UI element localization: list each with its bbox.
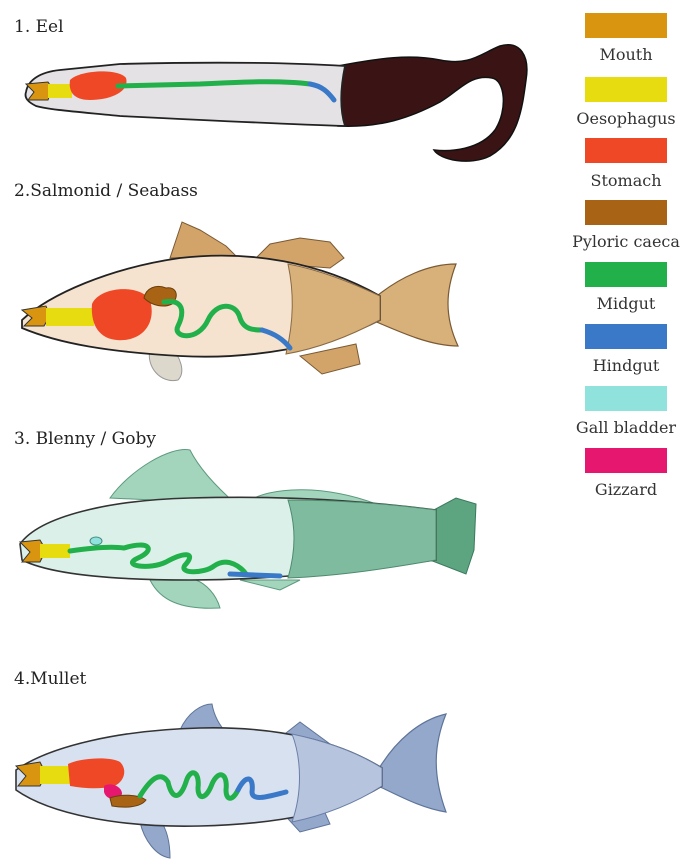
legend-swatch-gall-bladder [585, 386, 667, 411]
panel-mullet: 4.Mullet [14, 669, 446, 858]
legend-item-stomach: Stomach [585, 138, 667, 190]
seabass-oesophagus [46, 308, 94, 326]
goby-scales [288, 500, 436, 578]
legend-label-midgut: Midgut [597, 294, 656, 313]
goby-pelvic-fin [150, 580, 220, 608]
panel-salmonid-seabass: 2.Salmonid / Seabass [14, 181, 458, 381]
legend-label-stomach: Stomach [591, 171, 662, 190]
legend-label-mouth: Mouth [599, 45, 652, 64]
goby-gall-bladder [90, 537, 102, 545]
legend-swatch-midgut [585, 262, 667, 287]
seabass-scales [286, 264, 380, 354]
legend-swatch-pyloric-caeca [585, 200, 667, 225]
legend-swatch-mouth [585, 13, 667, 38]
goby-oesophagus [40, 544, 70, 558]
panel-title-blenny-goby: 3. Blenny / Goby [14, 429, 156, 449]
mullet-stomach [68, 758, 124, 788]
legend-item-gall-bladder: Gall bladder [576, 386, 676, 437]
panel-eel: 1. Eel [14, 17, 527, 161]
eel-oesophagus [48, 84, 72, 98]
mullet-tail-fin [378, 714, 446, 812]
goby-dorsal-fin-1 [110, 450, 236, 504]
legend-label-pyloric-caeca: Pyloric caeca [572, 232, 680, 251]
panel-title-eel: 1. Eel [14, 17, 64, 37]
legend: Mouth Oesophagus Stomach Pyloric caeca M… [572, 13, 680, 499]
goby-anal-fin [240, 580, 300, 590]
panel-blenny-goby: 3. Blenny / Goby [14, 429, 476, 608]
legend-item-midgut: Midgut [585, 262, 667, 313]
legend-label-gizzard: Gizzard [595, 480, 657, 499]
legend-swatch-hindgut [585, 324, 667, 349]
mullet-oesophagus [40, 766, 70, 784]
legend-item-hindgut: Hindgut [585, 324, 667, 375]
panel-title-salmonid-seabass: 2.Salmonid / Seabass [14, 181, 198, 201]
legend-swatch-stomach [585, 138, 667, 163]
seabass-dorsal-fin-1 [170, 222, 236, 258]
legend-label-hindgut: Hindgut [593, 356, 660, 375]
legend-item-mouth: Mouth [585, 13, 667, 64]
legend-label-gall-bladder: Gall bladder [576, 418, 676, 437]
mullet-scales [292, 734, 382, 822]
legend-swatch-oesophagus [585, 77, 667, 102]
eel-tail [338, 45, 527, 161]
legend-swatch-gizzard [585, 448, 667, 473]
legend-label-oesophagus: Oesophagus [576, 109, 675, 128]
legend-item-gizzard: Gizzard [585, 448, 667, 499]
panel-title-mullet: 4.Mullet [14, 669, 87, 689]
legend-item-pyloric-caeca: Pyloric caeca [572, 200, 680, 251]
seabass-tail-fin [372, 264, 458, 346]
legend-item-oesophagus: Oesophagus [576, 77, 675, 128]
goby-tail-fin [430, 498, 476, 574]
goby-hindgut [230, 574, 280, 576]
